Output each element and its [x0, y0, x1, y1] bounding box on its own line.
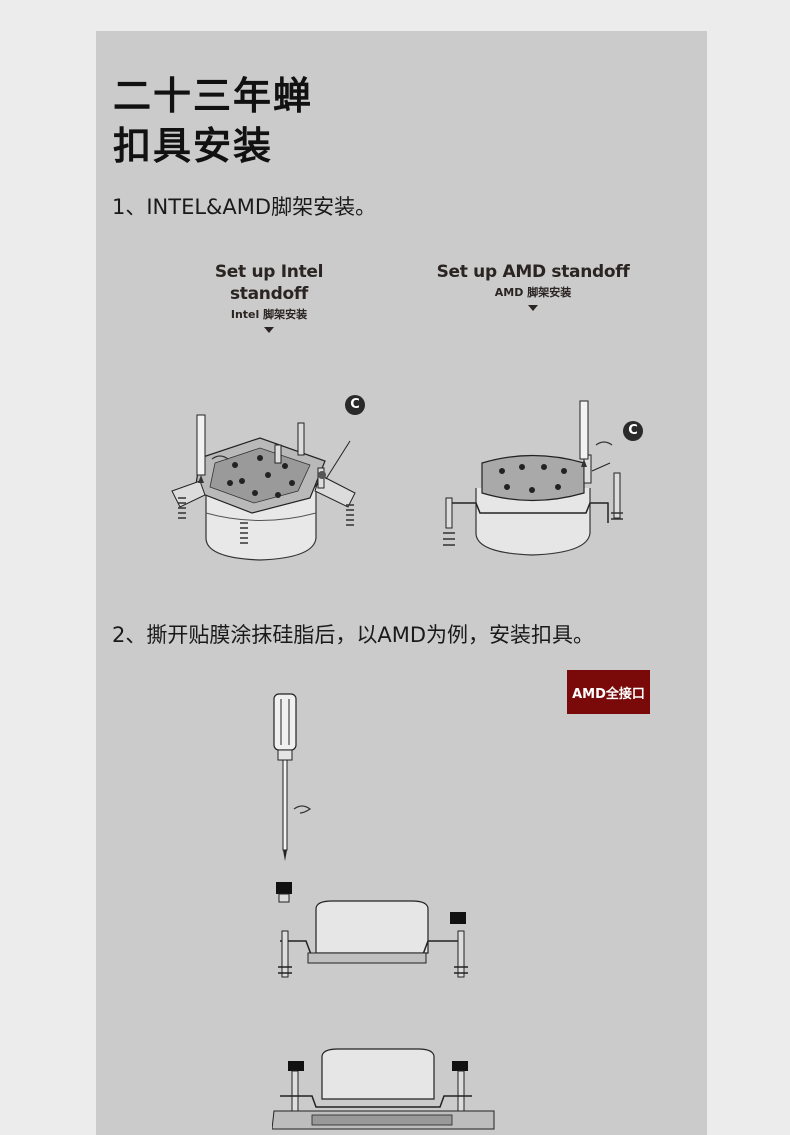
page-title-line-2: 扣具安装	[113, 124, 274, 168]
step-2-text: 2、撕开贴膜涂抹硅脂后，以AMD为例，安装扣具。	[112, 623, 595, 647]
amd-caption: Set up AMD standoff AMD 脚架安装	[433, 261, 633, 311]
amd-caption-en: Set up AMD standoff	[436, 262, 630, 282]
content-panel: 二十三年蝉 扣具安装 1、INTEL&AMD脚架安装。 Set up Intel…	[96, 31, 707, 1135]
down-arrow-icon	[264, 327, 274, 333]
amd-standoff-illustration	[443, 400, 623, 556]
intel-caption-en: Set up Intel standoff	[214, 262, 324, 304]
callout-c-badge: C	[623, 421, 643, 441]
step-1-text: 1、INTEL&AMD脚架安装。	[112, 195, 377, 219]
callout-c-badge: C	[345, 395, 365, 415]
intel-standoff-illustration	[171, 414, 356, 561]
down-arrow-icon	[528, 305, 538, 311]
intel-caption-zh: Intel 脚架安装	[230, 308, 308, 321]
amd-caption-zh: AMD 脚架安装	[494, 286, 572, 299]
retention-rail-illustration	[272, 930, 495, 1130]
page-title-line-1: 二十三年蝉	[113, 74, 314, 118]
intel-caption: Set up Intel standoff Intel 脚架安装	[174, 261, 364, 333]
bracket-install-illustration	[273, 693, 466, 954]
amd-universal-badge: AMD全接口	[567, 670, 650, 714]
